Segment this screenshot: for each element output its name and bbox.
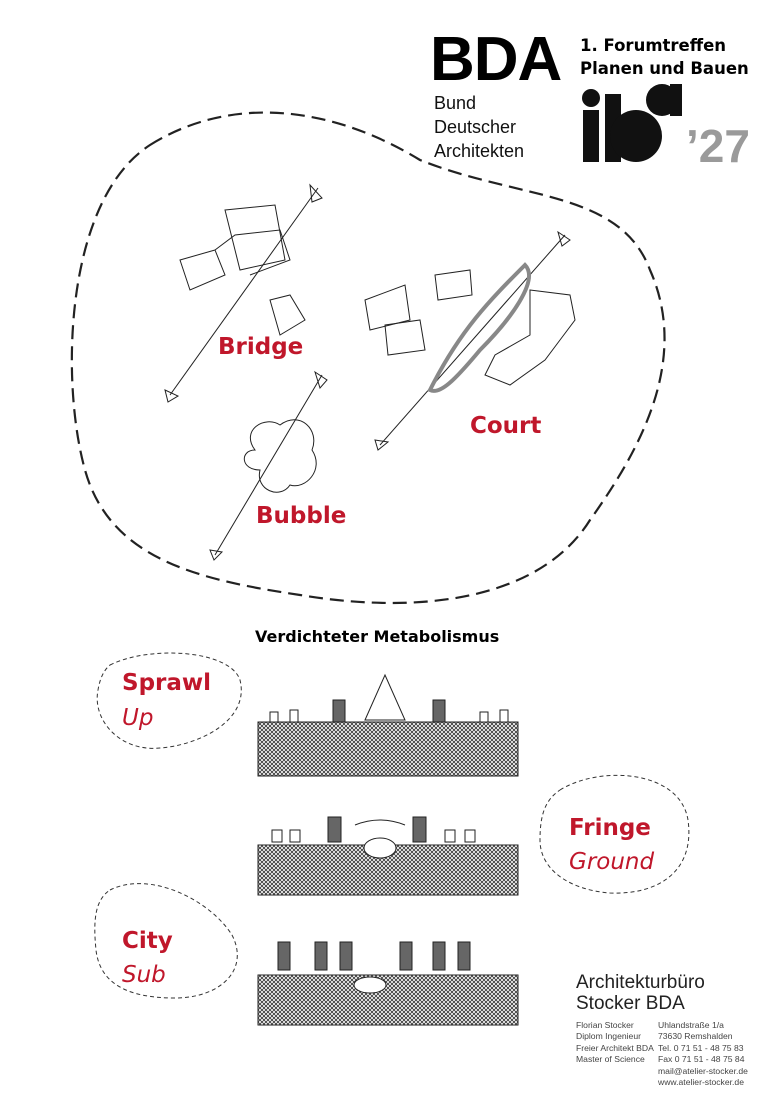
section-fringe-ground — [257, 816, 519, 896]
bubble-title: Sprawl — [122, 670, 212, 696]
label-bridge: Bridge — [218, 334, 304, 360]
bridge-sketch — [164, 183, 323, 403]
office-name: Architekturbüro — [576, 972, 705, 993]
fax: Fax 0 71 51 - 48 75 84 — [658, 1054, 745, 1065]
phone: Tel. 0 71 51 - 48 75 83 — [658, 1042, 744, 1053]
event-title: 1. Forumtreffen — [580, 36, 727, 55]
bubble-subtitle: Sub — [122, 962, 166, 988]
fringe-ground-outline — [539, 774, 690, 894]
section-city-sub — [257, 941, 519, 1026]
info-line: Florian Stocker — [576, 1020, 634, 1030]
website-link[interactable]: www.atelier-stocker.de — [658, 1077, 744, 1088]
event-subtitle: Planen und Bauen — [580, 59, 749, 78]
bda-logo: BDA — [430, 25, 562, 94]
bubble-subtitle: Up — [122, 705, 154, 731]
bubble-subtitle: Ground — [569, 849, 655, 875]
bda-line: Bund — [434, 93, 477, 113]
email-link[interactable]: mail@atelier-stocker.de — [658, 1065, 748, 1076]
court-sketch — [364, 230, 576, 451]
bubble-title: Fringe — [569, 815, 651, 841]
address-line: 73630 Remshalden — [658, 1031, 733, 1042]
address-line: Uhlandstraße 1/a — [658, 1020, 724, 1030]
bubble-sketch — [209, 370, 328, 561]
label-court: Court — [470, 413, 542, 439]
bda-line: Deutscher — [434, 117, 517, 137]
info-line: Master of Science — [576, 1054, 645, 1065]
office-person-info: Florian Stocker Diplom Ingenieur Freier … — [576, 1020, 654, 1066]
iba-logo: ’27 — [582, 84, 750, 172]
section-sprawl-up — [257, 673, 519, 777]
city-sub-outline — [94, 883, 238, 999]
office-name: Stocker BDA — [576, 993, 685, 1014]
label-bubble: Bubble — [256, 503, 347, 529]
section-title: Verdichteter Metabolismus — [255, 627, 500, 646]
info-line: Diplom Ingenieur — [576, 1031, 641, 1042]
bubble-title: City — [122, 928, 173, 954]
office-contact-info: Uhlandstraße 1/a 73630 Remshalden Tel. 0… — [658, 1020, 748, 1088]
info-line: Freier Architekt BDA — [576, 1042, 654, 1053]
main-dashed-outline — [70, 111, 666, 605]
sprawl-up-outline — [96, 652, 242, 749]
bda-line: Architekten — [434, 141, 525, 161]
iba-year: ’27 — [686, 120, 750, 172]
